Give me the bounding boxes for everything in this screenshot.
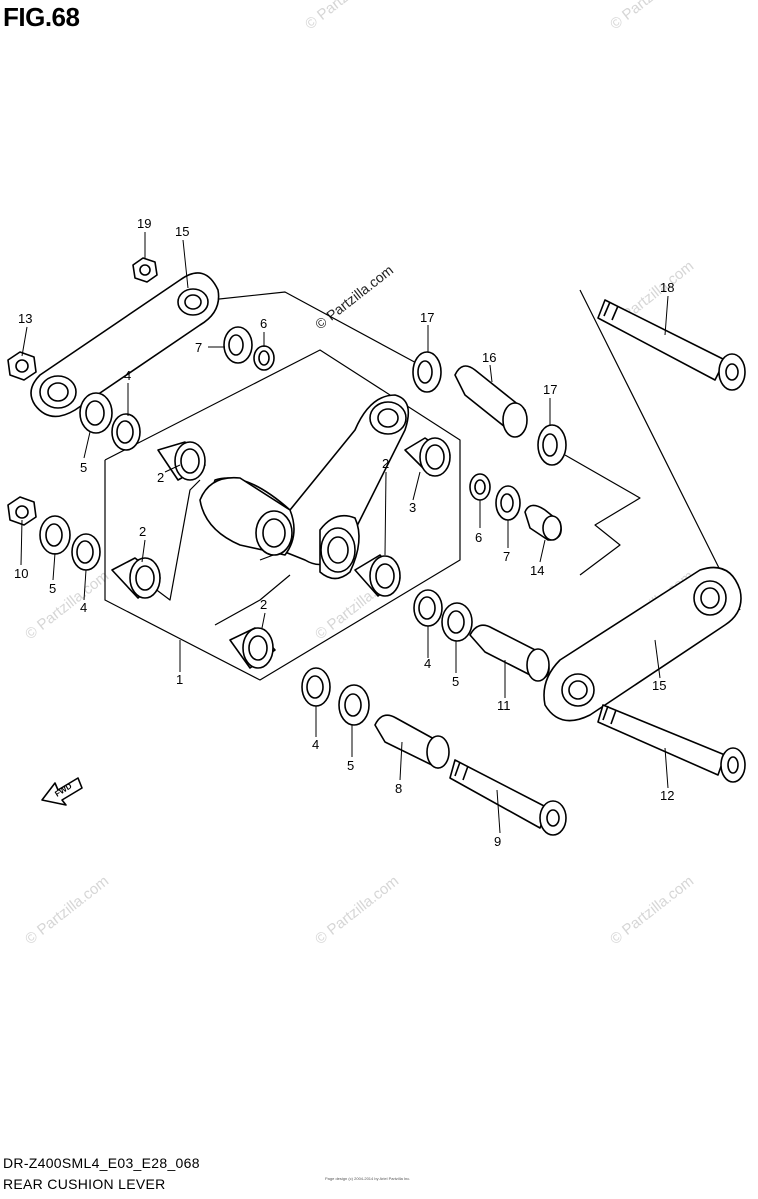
callout-2: 2 [382,456,389,471]
bolt-12 [597,704,746,783]
callout-11: 11 [497,698,511,713]
callout-4: 4 [312,737,319,752]
link-rod-lower [543,566,742,722]
spacer-16 [454,365,528,438]
washer-5-left [39,515,71,555]
callout-4: 4 [424,656,431,671]
watermark: © Partzilla.com [312,873,402,949]
washer-7-upper [223,326,253,364]
spacer-11 [469,624,550,682]
washer-5-center [441,602,473,642]
callout-2: 2 [260,597,267,612]
spacer-8 [374,714,450,769]
nut-19 [132,257,158,283]
watermark: © Partzilla.com [22,873,112,949]
washer-5-bottom [338,684,370,726]
bearing-2-d [229,627,276,669]
bearing-2-c [354,554,401,597]
seal-4-upper [111,413,141,451]
callout-15: 15 [175,224,189,239]
watermark: © Partzilla.com [302,0,392,33]
callout-15: 15 [652,678,666,693]
callout-17: 17 [420,310,434,325]
callout-5: 5 [452,674,459,689]
assembly-outline [104,289,741,681]
callout-10: 10 [14,566,28,581]
callout-6: 6 [260,316,267,331]
seal-6-lower [469,473,491,501]
collar-14 [524,504,562,541]
leader-lines [20,232,669,834]
seal-4-left [71,533,101,571]
bearing-2-a [157,441,206,481]
callout-2: 2 [157,470,164,485]
watermark: © Partzilla.com [607,0,697,33]
callout-2: 2 [139,524,146,539]
washer-7-lower [495,485,521,521]
washer-5-upper [79,392,113,434]
bolt-9 [449,759,567,836]
callout-5: 5 [80,460,87,475]
cushion-lever [199,394,410,580]
callout-3: 3 [409,500,416,515]
figure-title: FIG.68 [3,2,80,32]
callout-6: 6 [475,530,482,545]
callout-4: 4 [80,600,87,615]
callout-12: 12 [660,788,674,803]
callout-4: 4 [124,368,131,383]
washer-17-a [412,351,442,393]
link-rod-upper [30,272,220,418]
callout-1: 1 [176,672,183,687]
washer-17-b [537,424,567,466]
model-code: DR-Z400SML4_E03_E28_068 [3,1155,200,1171]
callout-14: 14 [530,563,544,578]
callout-18: 18 [660,280,674,295]
watermark: © Partzilla.com [607,873,697,949]
callout-7: 7 [503,549,510,564]
seal-4-bottom [301,667,331,707]
copyright-notice: Page design (c) 2004-2014 by Ariel Partz… [325,1176,411,1181]
callout-5: 5 [49,581,56,596]
callout-16: 16 [482,350,496,365]
nut-13 [7,351,37,381]
fwd-arrow [41,777,83,806]
bearing-3 [404,437,451,477]
watermark: © Partzilla.com [22,568,112,644]
callout-8: 8 [395,781,402,796]
callout-19: 19 [137,216,151,231]
section-title: REAR CUSHION LEVER [3,1176,166,1192]
callout-labels: 19 15 13 7 6 4 5 17 16 17 18 2 3 2 2 2 1… [14,216,674,849]
callout-13: 13 [18,311,32,326]
callout-17: 17 [543,382,557,397]
seal-6-upper [253,345,275,371]
callout-7: 7 [195,340,202,355]
bolt-18 [597,299,746,391]
seal-4-center [413,589,443,627]
callout-5: 5 [347,758,354,773]
watermark: © Partzilla.com [312,262,396,333]
bearing-2-b [111,557,161,599]
callout-9: 9 [494,834,501,849]
nut-10 [7,496,37,526]
